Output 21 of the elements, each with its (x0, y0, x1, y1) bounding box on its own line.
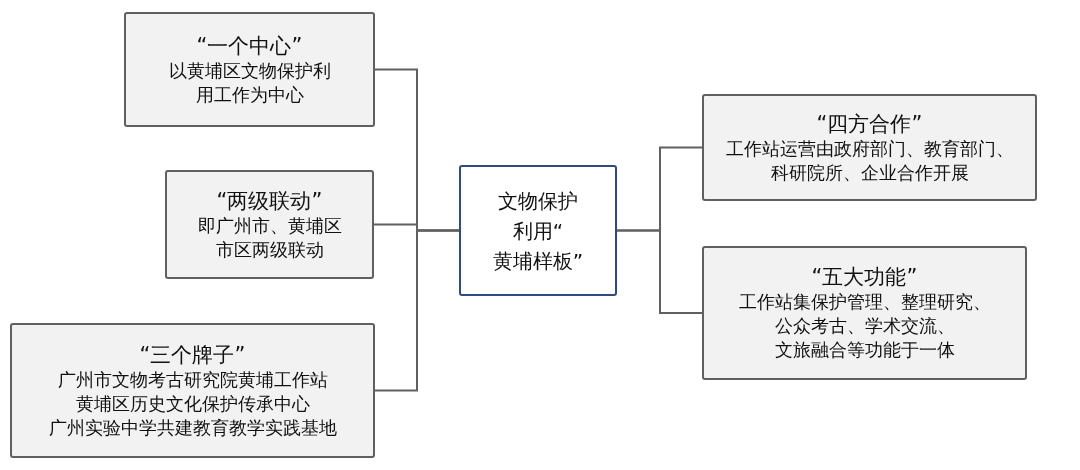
topic-heading: “四方合作” (816, 110, 923, 137)
topic-description: 工作站运营由政府部门、教育部门、科研院所、企业合作开展 (725, 136, 1014, 185)
topic-text: 文物保护利用“黄埔样板” (492, 187, 584, 275)
connector-line (374, 229, 460, 392)
topic-description: 即广州市、黄埔区市区两级联动 (197, 213, 342, 262)
topic-heading: “五大功能” (811, 264, 918, 290)
topic-heading: “一个中心” (196, 32, 303, 59)
topic-description: 黄埔区历史文化保护传承中心 (75, 391, 310, 416)
topic-heading: “两级联动” (216, 187, 323, 214)
topic-description: 工作站集保护管理、整理研究、公众考古、学术交流、文旅融合等功能于一体 (738, 290, 991, 362)
topic-box (702, 246, 1027, 380)
central-topic-box (459, 165, 617, 296)
topic-box (165, 170, 374, 279)
topic-description: 广州市文物考古研究院黄埔工作站 (57, 367, 328, 392)
topic-heading: “三个牌子” (139, 341, 246, 368)
connector-line (616, 229, 703, 314)
topic-box (10, 323, 375, 458)
topic-box (124, 12, 375, 127)
topic-description: 广州实验中学共建教育教学实践基地 (48, 415, 337, 440)
topic-box (702, 94, 1037, 201)
topic-description: 以黄埔区文物保护利用工作为中心 (168, 58, 331, 107)
